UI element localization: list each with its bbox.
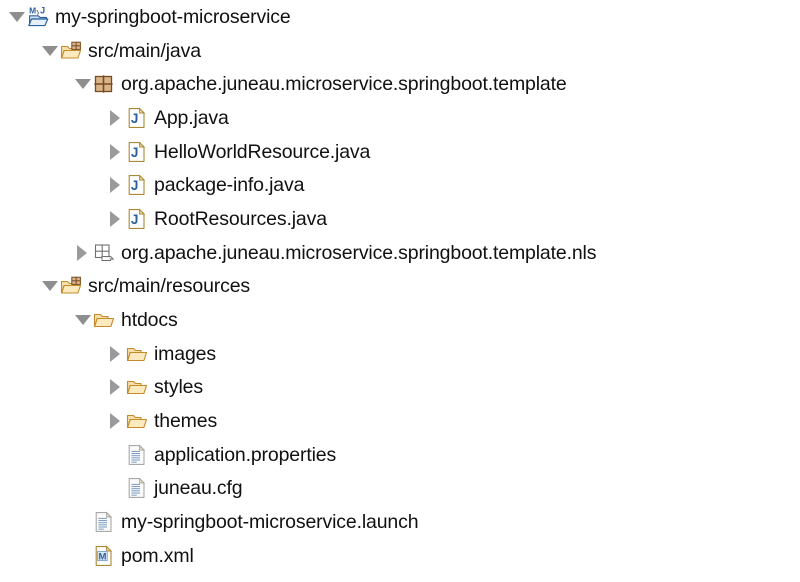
- chevron-right-icon[interactable]: [106, 101, 126, 135]
- tree-row-label: styles: [154, 376, 203, 399]
- tree-row-folder-htdocs[interactable]: htdocs: [0, 303, 800, 337]
- tree-row-folder-styles[interactable]: styles: [0, 371, 800, 405]
- maven-pom-file-icon: M: [93, 545, 115, 567]
- tree-row-label: juneau.cfg: [154, 477, 243, 500]
- svg-text:J: J: [40, 6, 45, 16]
- tree-row-label: src/main/resources: [88, 275, 251, 298]
- tree-row-label: htdocs: [121, 309, 178, 332]
- tree-row-label: my-springboot-microservice: [55, 5, 291, 28]
- chevron-down-icon[interactable]: [7, 0, 27, 34]
- twisty-spacer: [73, 505, 93, 539]
- tree-row-file-launch[interactable]: my-springboot-microservice.launch: [0, 505, 800, 539]
- folder-icon: [93, 309, 115, 331]
- chevron-right-icon[interactable]: [106, 371, 126, 405]
- svg-text:J: J: [131, 145, 139, 160]
- text-file-icon: [126, 477, 148, 499]
- java-file-icon: J: [126, 174, 148, 196]
- tree-row-folder-images[interactable]: images: [0, 337, 800, 371]
- maven-java-project-icon: M❯J: [27, 6, 49, 28]
- tree-row-file-juneau-cfg[interactable]: juneau.cfg: [0, 472, 800, 506]
- folder-icon: [126, 343, 148, 365]
- chevron-right-icon[interactable]: [73, 236, 93, 270]
- chevron-right-icon[interactable]: [106, 202, 126, 236]
- tree-row-label: org.apache.juneau.microservice.springboo…: [121, 73, 567, 96]
- twisty-spacer: [106, 438, 126, 472]
- java-file-icon: J: [126, 208, 148, 230]
- tree-row-label: HelloWorldResource.java: [154, 140, 371, 163]
- chevron-down-icon[interactable]: [40, 270, 60, 304]
- package-icon: [93, 73, 115, 95]
- source-folder-icon: [60, 275, 82, 297]
- chevron-down-icon[interactable]: [73, 67, 93, 101]
- tree-row-src-main-java[interactable]: src/main/java: [0, 34, 800, 68]
- chevron-right-icon[interactable]: [106, 404, 126, 438]
- tree-row-src-main-resources[interactable]: src/main/resources: [0, 270, 800, 304]
- tree-row-label: pom.xml: [121, 544, 194, 567]
- svg-text:J: J: [131, 178, 139, 193]
- tree-row-label: src/main/java: [88, 39, 201, 62]
- tree-row-package-template[interactable]: org.apache.juneau.microservice.springboo…: [0, 67, 800, 101]
- tree-row-label: RootResources.java: [154, 207, 327, 230]
- tree-row-label: themes: [154, 410, 218, 433]
- svg-text:J: J: [131, 212, 139, 227]
- java-file-icon: J: [126, 140, 148, 163]
- chevron-right-icon[interactable]: [106, 337, 126, 371]
- svg-text:❯: ❯: [35, 9, 40, 16]
- tree-row-label: images: [154, 342, 216, 365]
- tree-row-file-helloworldresource-java[interactable]: J HelloWorldResource.java: [0, 135, 800, 169]
- tree-row-label: my-springboot-microservice.launch: [121, 511, 419, 534]
- chevron-right-icon[interactable]: [106, 168, 126, 202]
- svg-text:M: M: [98, 551, 106, 562]
- tree-row-folder-themes[interactable]: themes: [0, 404, 800, 438]
- empty-package-icon: [93, 242, 115, 264]
- tree-row-label: App.java: [154, 106, 229, 129]
- svg-text:M: M: [29, 6, 36, 16]
- svg-text:J: J: [131, 111, 139, 126]
- folder-icon: [126, 376, 148, 398]
- tree-row-label: org.apache.juneau.microservice.springboo…: [121, 241, 597, 264]
- tree-row-label: package-info.java: [154, 174, 305, 197]
- text-file-icon: [126, 444, 148, 466]
- text-file-icon: [93, 511, 115, 533]
- tree-row-file-application-properties[interactable]: application.properties: [0, 438, 800, 472]
- tree-row-file-rootresources-java[interactable]: J RootResources.java: [0, 202, 800, 236]
- twisty-spacer: [73, 539, 93, 573]
- chevron-down-icon[interactable]: [73, 303, 93, 337]
- source-folder-icon: [60, 40, 82, 62]
- tree-row-file-app-java[interactable]: J App.java: [0, 101, 800, 135]
- twisty-spacer: [106, 472, 126, 506]
- java-file-icon: J: [126, 107, 148, 129]
- tree-row-package-template-nls[interactable]: org.apache.juneau.microservice.springboo…: [0, 236, 800, 270]
- folder-icon: [126, 410, 148, 432]
- tree-row-label: application.properties: [154, 443, 337, 466]
- chevron-down-icon[interactable]: [40, 34, 60, 68]
- chevron-right-icon[interactable]: [106, 135, 126, 169]
